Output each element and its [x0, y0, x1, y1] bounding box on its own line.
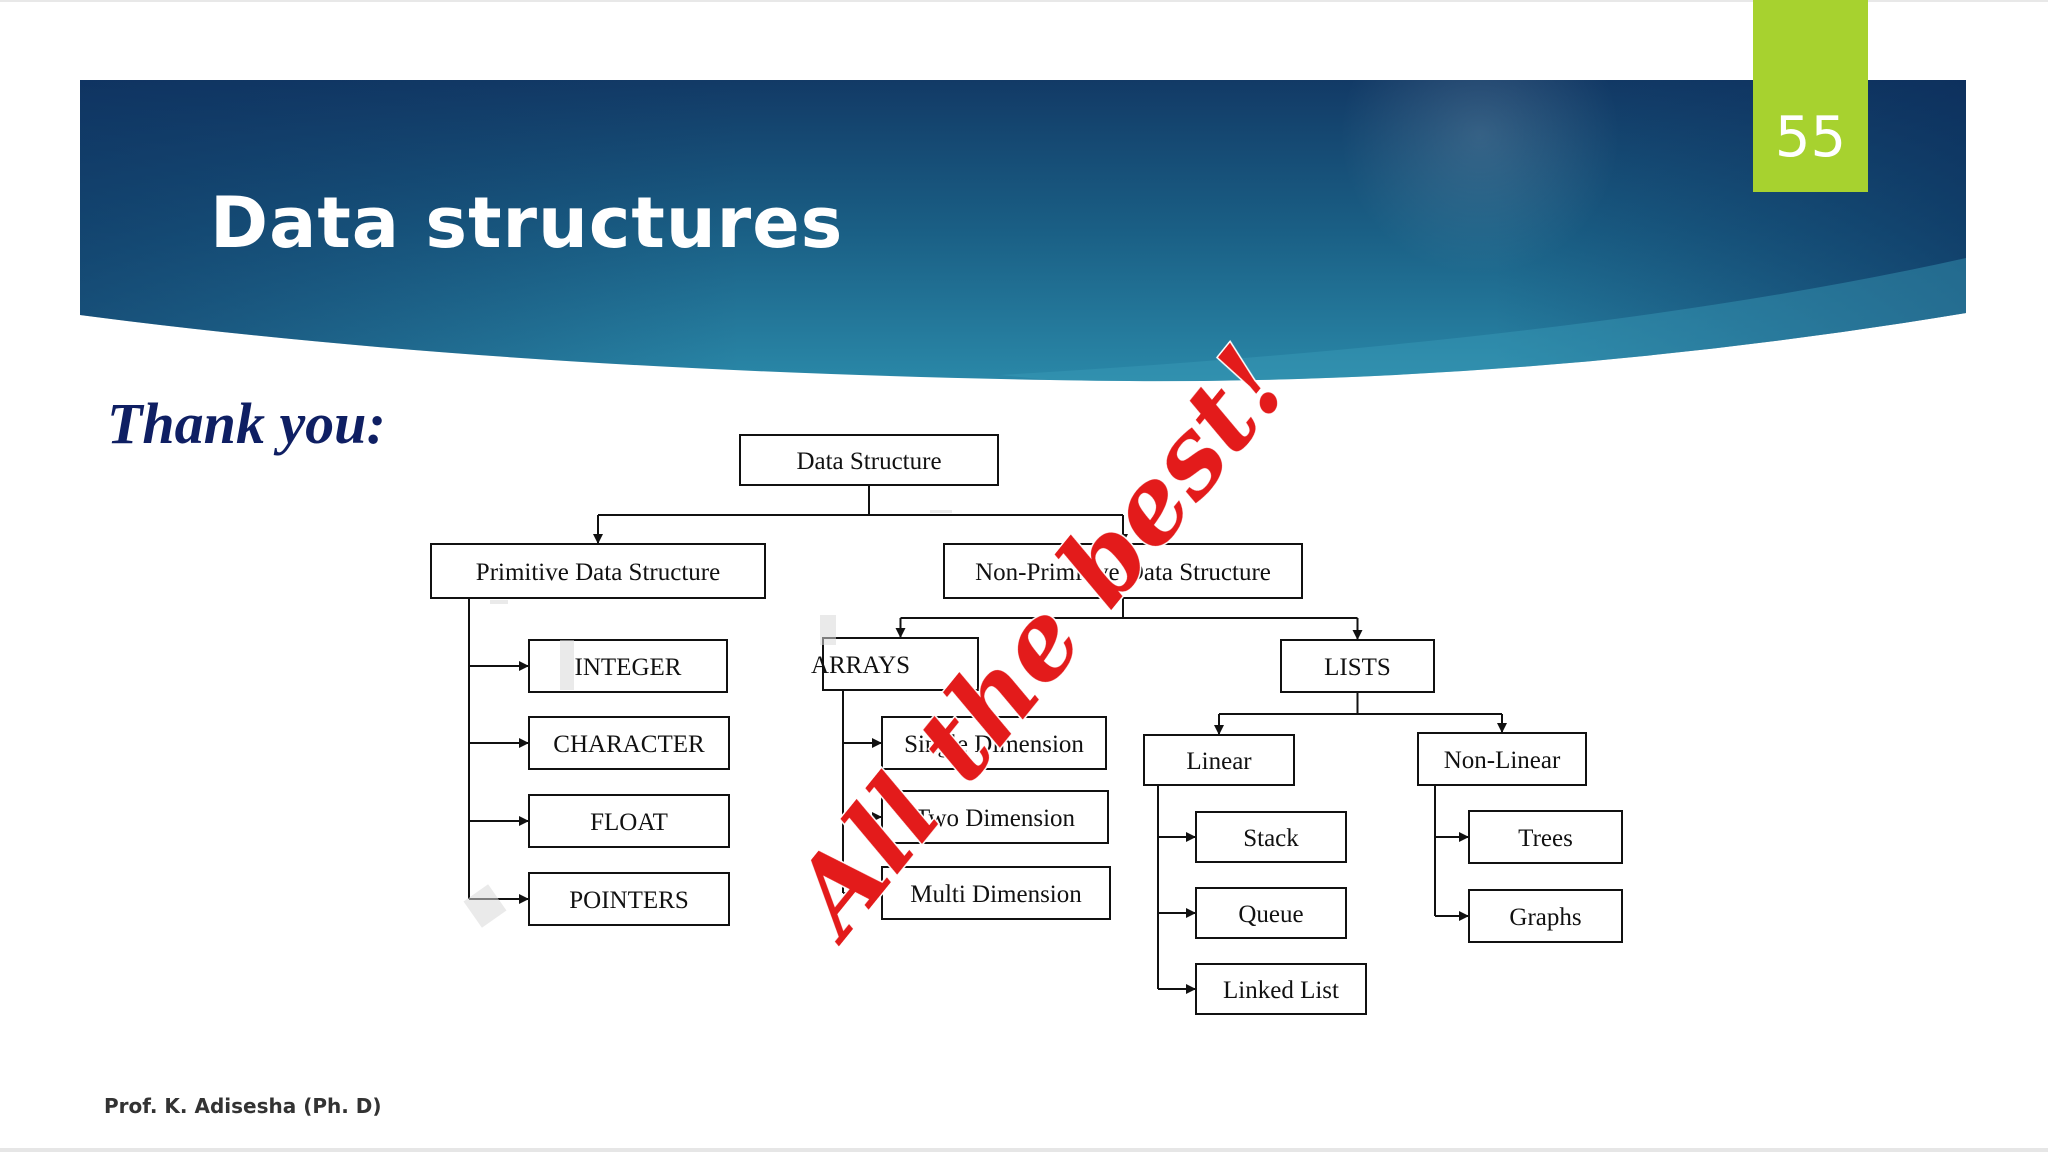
footer-author: Prof. K. Adisesha (Ph. D)	[104, 1094, 382, 1118]
node-graphs: Graphs	[1468, 889, 1623, 943]
node-label: Graphs	[1509, 904, 1581, 931]
slide-title: Data structures	[210, 182, 844, 264]
slide-number: 55	[1774, 105, 1847, 170]
node-label: Non-Primitive Data Structure	[975, 559, 1271, 586]
node-pointers: POINTERS	[528, 872, 730, 926]
node-queue: Queue	[1195, 887, 1347, 939]
node-label: LISTS	[1324, 654, 1391, 681]
node-box	[1195, 887, 1347, 939]
node-box	[1468, 810, 1623, 864]
node-lists: LISTS	[1280, 639, 1435, 693]
diagram-connectors	[468, 485, 1507, 994]
node-non-primitive: Non-Primitive Data Structure	[943, 543, 1303, 599]
node-box	[943, 543, 1303, 599]
node-label: Two Dimension	[915, 805, 1076, 832]
node-label: FLOAT	[590, 809, 668, 836]
node-character: CHARACTER	[528, 716, 730, 770]
title-banner	[0, 0, 2048, 382]
node-multi: Multi Dimension	[881, 866, 1111, 920]
node-label: Trees	[1518, 825, 1573, 852]
thank-you-heading: Thank you:	[107, 391, 386, 456]
node-box	[1143, 734, 1295, 786]
node-box	[1280, 639, 1435, 693]
node-box	[881, 790, 1109, 844]
node-box	[1195, 963, 1367, 1015]
node-label: Data Structure	[796, 448, 941, 475]
node-label: Single Dimension	[904, 731, 1084, 758]
node-box	[881, 866, 1111, 920]
node-primitive: Primitive Data Structure	[430, 543, 766, 599]
node-box	[822, 637, 979, 691]
node-label: Primitive Data Structure	[476, 559, 720, 586]
node-integer: INTEGER	[528, 639, 728, 693]
node-single: Single Dimension	[881, 716, 1107, 770]
node-label: ARRAYS	[811, 652, 910, 679]
node-label: Linear	[1186, 748, 1252, 775]
node-box	[528, 872, 730, 926]
node-label: Linked List	[1223, 977, 1339, 1004]
node-box	[1417, 732, 1587, 786]
node-box	[881, 716, 1107, 770]
node-root: Data Structure	[739, 434, 999, 486]
node-float: FLOAT	[528, 794, 730, 848]
scan-artifacts	[463, 510, 952, 928]
node-box	[528, 794, 730, 848]
node-label: CHARACTER	[553, 731, 705, 758]
node-box	[430, 543, 766, 599]
node-linked: Linked List	[1195, 963, 1367, 1015]
node-label: Multi Dimension	[910, 881, 1082, 908]
node-box	[1195, 811, 1347, 863]
bottom-divider	[0, 1148, 2048, 1152]
node-label: POINTERS	[569, 887, 688, 914]
node-linear: Linear	[1143, 734, 1295, 786]
node-stack: Stack	[1195, 811, 1347, 863]
node-two: Two Dimension	[881, 790, 1109, 844]
node-label: Queue	[1238, 901, 1303, 928]
node-box	[528, 716, 730, 770]
node-trees: Trees	[1468, 810, 1623, 864]
node-label: Stack	[1243, 825, 1299, 852]
node-box	[1468, 889, 1623, 943]
node-label: Non-Linear	[1444, 747, 1561, 774]
node-box	[739, 434, 999, 486]
node-label: INTEGER	[575, 654, 682, 681]
slide-number-badge: 55	[1753, 0, 1868, 192]
node-nonlinear: Non-Linear	[1417, 732, 1587, 786]
node-arrays: ARRAYS	[811, 637, 979, 691]
